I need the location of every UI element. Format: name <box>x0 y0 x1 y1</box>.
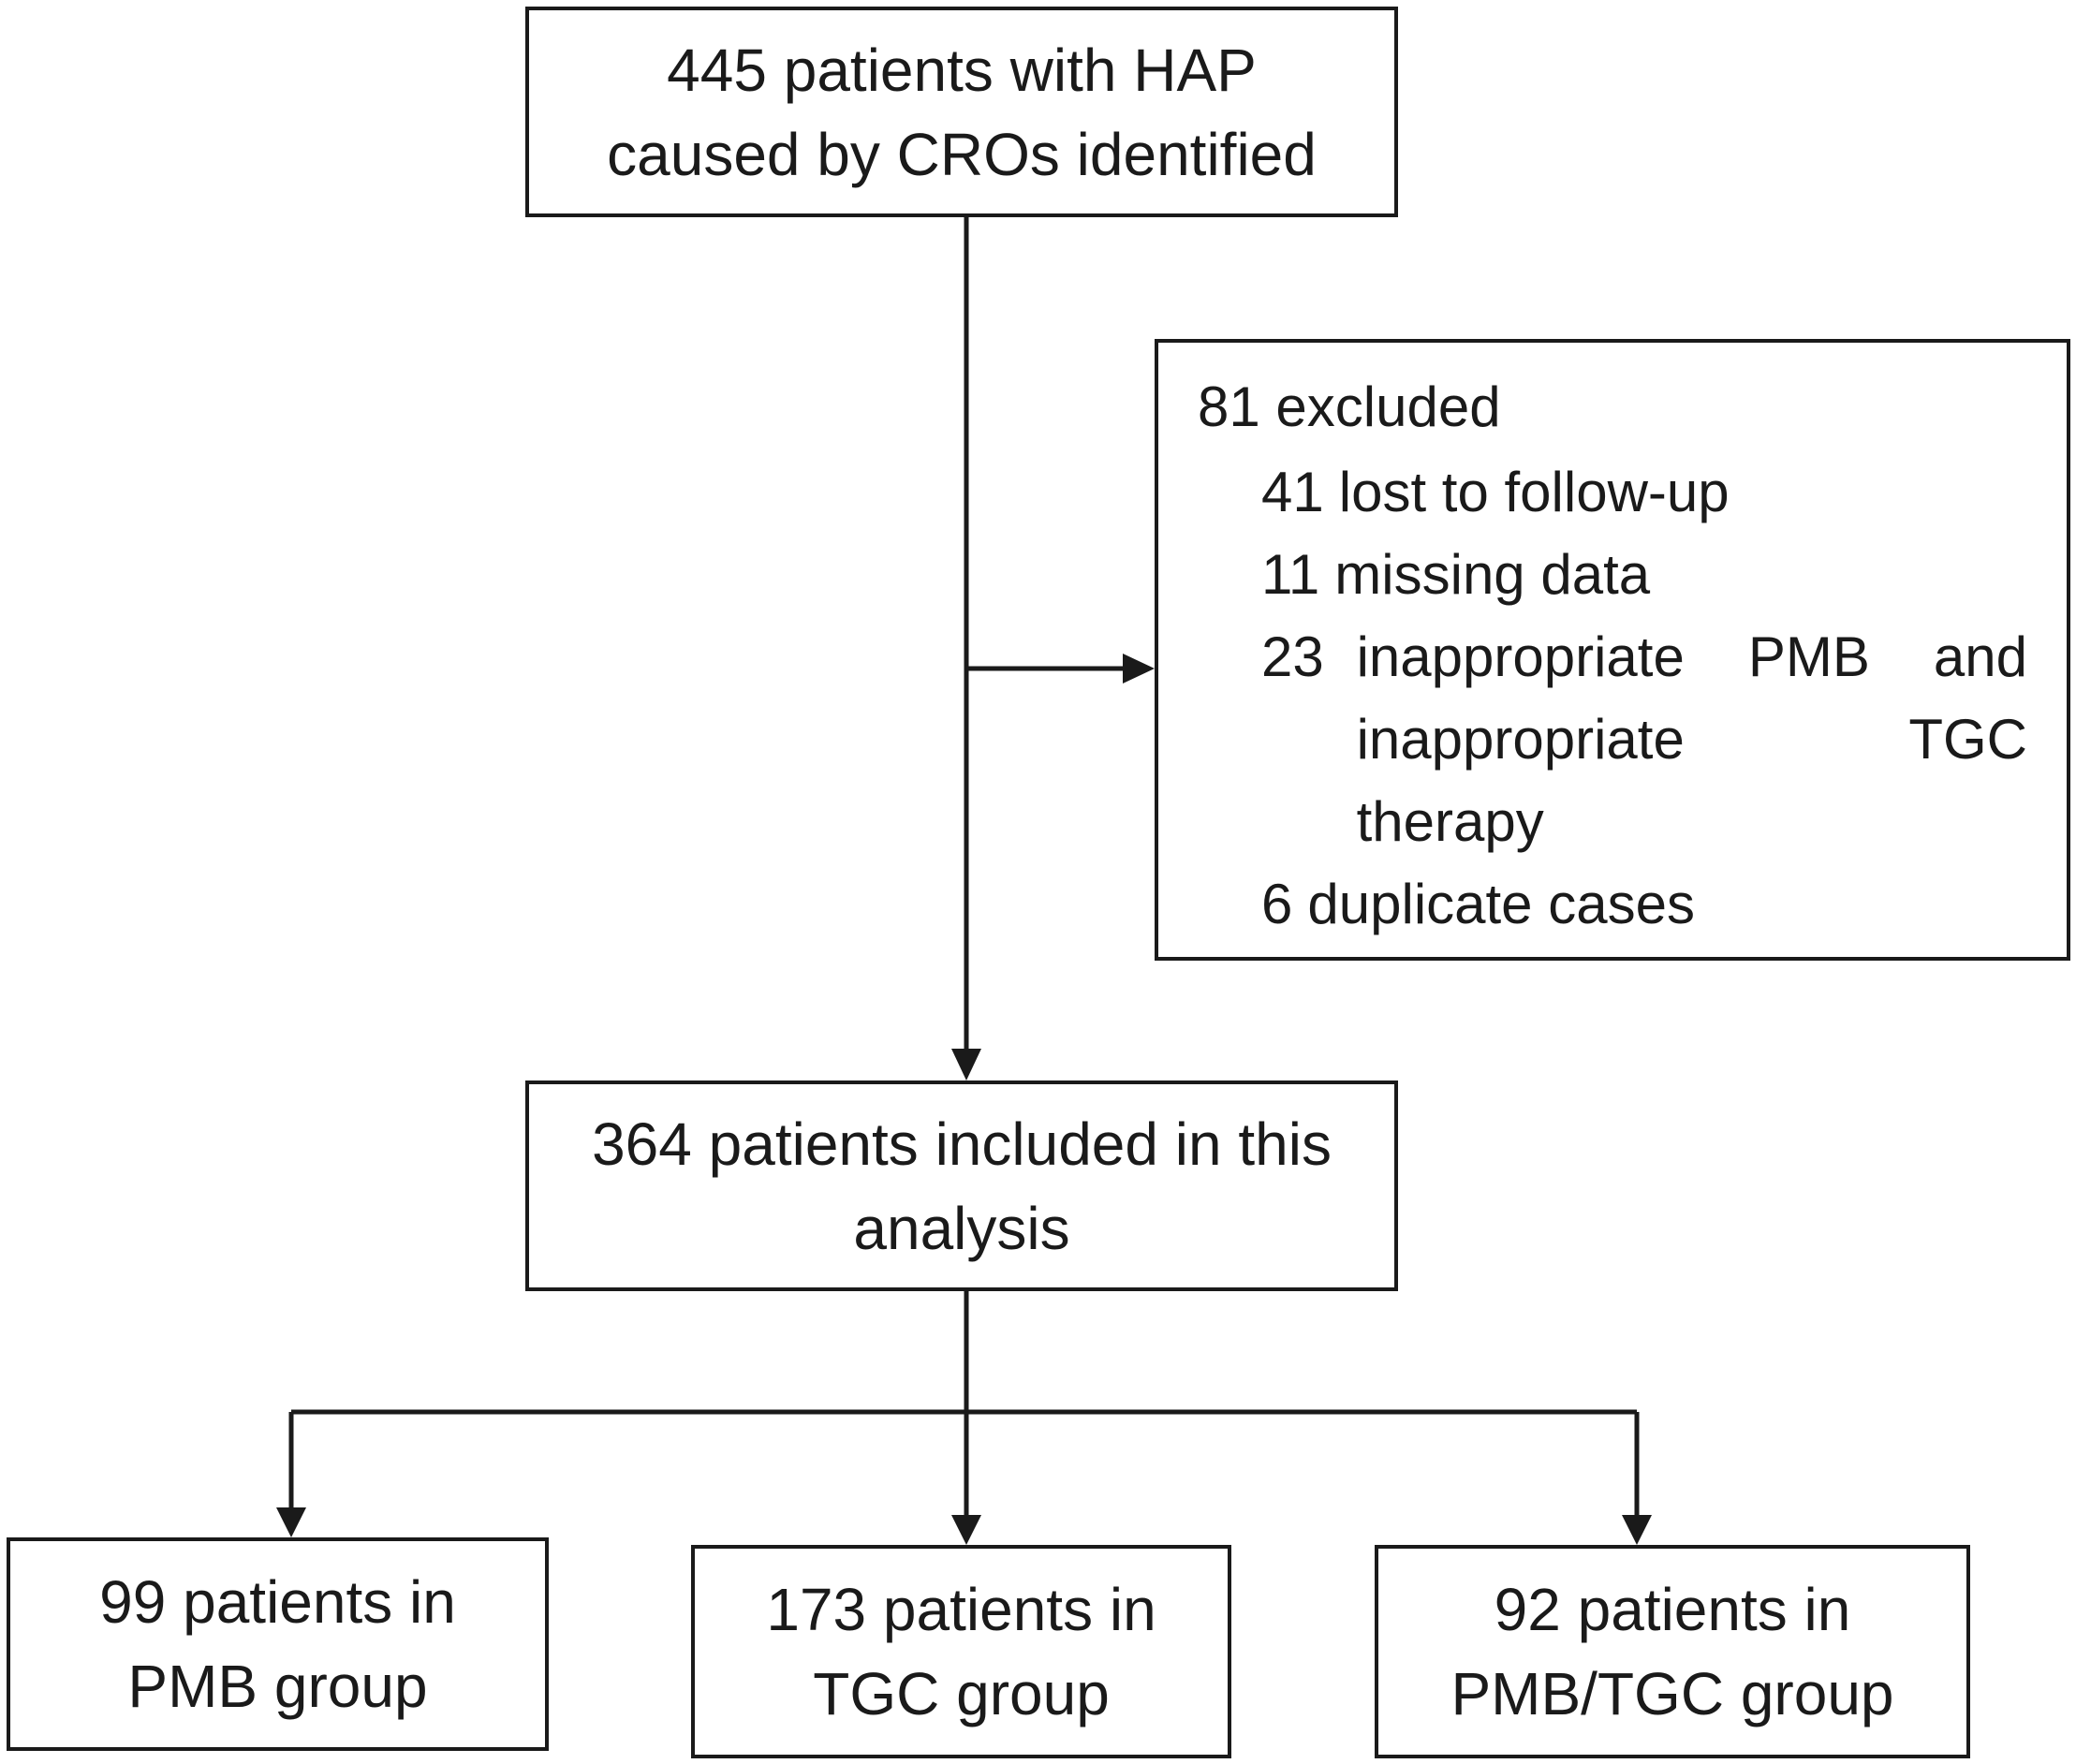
arrowhead-included <box>951 1049 981 1080</box>
pmb-group-line-1: 99 patients in <box>99 1568 456 1636</box>
excluded-item-count: 23 <box>1261 625 1324 688</box>
excluded-item-text: duplicate cases <box>1307 873 1695 935</box>
identified-patients-line-1: 445 patients with HAP <box>667 36 1257 104</box>
excluded-patients-box: 81 excluded 41 lost to follow-up 11 miss… <box>1155 339 2070 961</box>
arrowhead-both <box>1622 1515 1652 1545</box>
excluded-item-lost-to-follow-up: 41 lost to follow-up <box>1198 451 2027 534</box>
excluded-item-count: 6 <box>1261 873 1293 935</box>
pmb-tgc-group-line-2: PMB/TGC group <box>1450 1660 1894 1727</box>
excluded-item-text-line-1: inappropriate PMB and <box>1356 625 2027 688</box>
included-patients-line-1: 364 patients included in this <box>592 1110 1332 1178</box>
pmb-group-box: 99 patients in PMB group <box>7 1537 549 1751</box>
tgc-group-box: 173 patients in TGC group <box>691 1545 1231 1758</box>
tgc-group-line-2: TGC group <box>813 1660 1110 1727</box>
identified-patients-box: 445 patients with HAP caused by CROs ide… <box>525 7 1398 217</box>
excluded-item-count: 11 <box>1261 543 1320 606</box>
excluded-item-text: missing data <box>1334 543 1651 606</box>
excluded-item-text-line-2: inappropriate TGC <box>1356 708 2027 771</box>
excluded-item-duplicate-cases: 6 duplicate cases <box>1198 863 2027 946</box>
pmb-tgc-group-box: 92 patients in PMB/TGC group <box>1375 1545 1970 1758</box>
included-patients-line-2: analysis <box>853 1194 1070 1262</box>
arrowhead-excluded <box>1123 654 1155 684</box>
excluded-heading: 81 excluded <box>1198 375 1501 438</box>
pmb-tgc-group-line-1: 92 patients in <box>1494 1576 1851 1643</box>
excluded-item-missing-data: 11 missing data <box>1198 534 2027 616</box>
included-patients-box: 364 patients included in this analysis <box>525 1080 1398 1291</box>
tgc-group-line-1: 173 patients in <box>766 1576 1156 1643</box>
arrowhead-tgc <box>951 1515 981 1545</box>
pmb-group-line-2: PMB group <box>127 1653 428 1720</box>
excluded-item-inappropriate-therapy: 23 inappropriate PMB and inappropriate T… <box>1198 616 2027 863</box>
excluded-item-text-line-3: therapy <box>1356 790 1544 853</box>
excluded-item-count: 41 <box>1261 461 1324 523</box>
excluded-item-text: lost to follow-up <box>1338 461 1730 523</box>
excluded-item-text: inappropriate PMB and inappropriate TGC … <box>1357 616 2027 863</box>
identified-patients-line-2: caused by CROs identified <box>607 120 1317 188</box>
arrowhead-pmb <box>276 1507 306 1537</box>
